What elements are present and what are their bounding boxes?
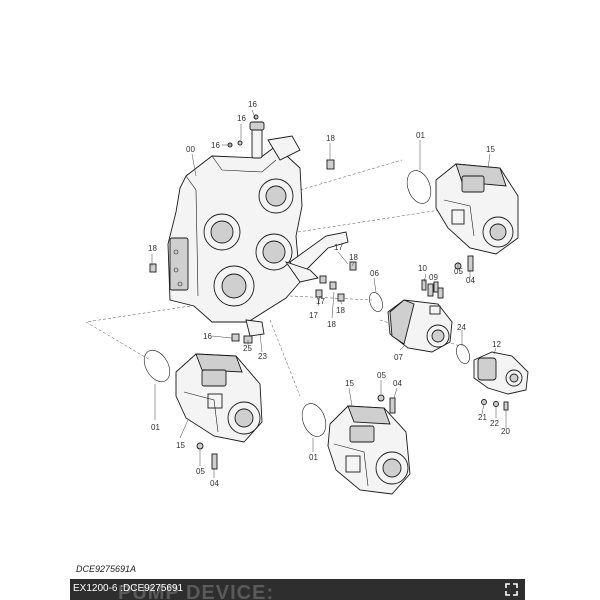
callout-12: 12 (492, 340, 501, 349)
callout-01-upper: 01 (416, 131, 425, 140)
callout-09: 09 (429, 273, 438, 282)
bolts-10-09 (421, 279, 439, 293)
callout-24: 24 (457, 323, 466, 332)
callout-00: 00 (186, 145, 195, 154)
main-pump-lower-center[interactable] (327, 394, 411, 495)
callout-18-top: 18 (326, 134, 335, 143)
main-pump-lower-left[interactable] (175, 353, 263, 470)
o-ring-upper-right[interactable] (403, 167, 435, 206)
main-pump-upper-right[interactable] (435, 163, 519, 272)
callout-18-left: 18 (148, 244, 157, 253)
callout-16-top: 16 (248, 100, 257, 109)
footer-caption-bar: PUMP DEVICE: EX1200-6 :DCE9275691 (70, 579, 525, 600)
callout-15-left: 15 (176, 441, 185, 450)
pump-gear-case[interactable] (167, 121, 349, 323)
callout-labels: 00 01 01 01 04 04 04 05 05 05 06 07 09 1… (148, 100, 510, 488)
o-ring-06[interactable] (367, 291, 385, 314)
callout-18-lower-b: 18 (327, 320, 336, 329)
callout-04-left: 04 (210, 479, 219, 488)
callout-18-lower-a: 18 (336, 306, 345, 315)
o-ring-24[interactable] (454, 343, 472, 366)
callout-05-left: 05 (196, 467, 205, 476)
gear-pump[interactable] (473, 351, 529, 411)
callout-17-lower-mid: 17 (316, 297, 325, 306)
callout-17-lower-left: 17 (309, 311, 318, 320)
callout-20: 20 (501, 427, 510, 436)
pilot-pump[interactable] (387, 283, 453, 353)
callout-17-upper: 17 (334, 243, 343, 252)
callout-05-upper: 05 (454, 267, 463, 276)
callout-04-upper: 04 (466, 276, 475, 285)
callout-16-left: 16 (211, 141, 220, 150)
callout-04-center: 04 (393, 379, 402, 388)
callout-10: 10 (418, 264, 427, 273)
exploded-parts-diagram: 00 01 01 01 04 04 04 05 05 05 06 07 09 1… (85, 100, 529, 495)
callout-01-center: 01 (309, 453, 318, 462)
callout-22: 22 (490, 419, 499, 428)
callout-16-lower: 16 (203, 332, 212, 341)
callout-07: 07 (394, 353, 403, 362)
o-ring-lower-left[interactable] (139, 346, 175, 386)
callout-23: 23 (258, 352, 267, 361)
o-ring-lower-center[interactable] (298, 400, 330, 439)
expand-icon[interactable] (504, 582, 519, 597)
callout-15-center: 15 (345, 379, 354, 388)
footer-ghost-title: PUMP DEVICE: (118, 582, 275, 600)
callout-leaders (151, 109, 507, 478)
callout-15-upper: 15 (486, 145, 495, 154)
callout-21: 21 (478, 413, 487, 422)
drawing-code: DCE9275691A (76, 564, 137, 574)
callout-01-left: 01 (151, 423, 160, 432)
footer-caption: EX1200-6 :DCE9275691 (73, 583, 184, 594)
callout-25: 25 (243, 344, 252, 353)
callout-05-center: 05 (377, 371, 386, 380)
callout-18-right: 18 (349, 253, 358, 262)
callout-06: 06 (370, 269, 379, 278)
callout-16-upper: 16 (237, 114, 246, 123)
